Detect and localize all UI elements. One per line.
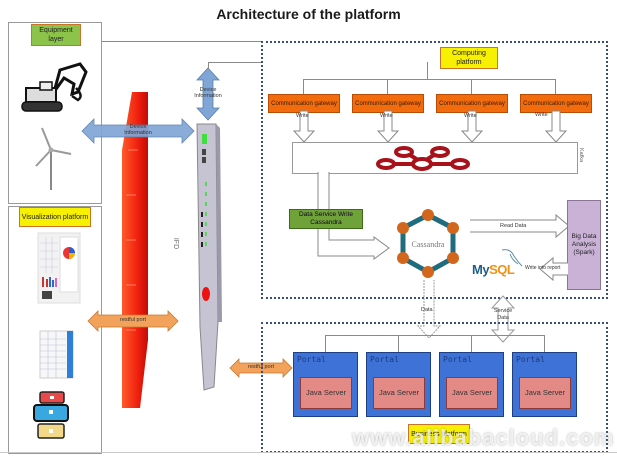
equipment-layer-frame <box>8 22 102 204</box>
top-connector-line <box>100 41 262 42</box>
watermark: www.alibabacloud.com <box>352 425 615 450</box>
mysql-dolphin-icon <box>501 249 523 267</box>
connector-line <box>555 79 556 94</box>
connector-line <box>471 79 472 94</box>
connector-line <box>303 79 556 80</box>
java-server-2[interactable]: Java Server <box>373 377 425 409</box>
connector-line <box>208 62 262 63</box>
dashboard-icon <box>37 232 81 304</box>
write-into-report-label: Write into report <box>525 265 561 271</box>
bottom-divider <box>0 452 617 453</box>
device-info-horizontal-label: Device Information <box>124 124 152 136</box>
portal-1-label: Portal <box>297 355 326 364</box>
restful-port-left-arrow[interactable] <box>87 310 179 332</box>
firewall-red-wall <box>122 92 148 408</box>
service-data-label: Service Data <box>493 308 513 321</box>
kafka-logo-icon <box>376 146 470 171</box>
device-info-horizontal-arrow[interactable] <box>81 118 195 144</box>
restful-port-left-label: restful port <box>120 317 146 323</box>
service-data-arrow <box>490 295 516 343</box>
data-service-write-cassandra[interactable]: Data Service Write Cassandra <box>289 209 363 229</box>
visualization-platform-label: Visualization platform <box>19 207 91 227</box>
read-data-label: Read Data <box>500 223 527 229</box>
firewall-device <box>196 123 222 391</box>
mysql-logo: MySQL <box>472 262 515 277</box>
write-label-2: Write <box>380 113 393 119</box>
mysql-logo-sql: SQL <box>489 262 515 277</box>
big-data-analysis-spark[interactable]: Big Data Analysis (Spark) <box>567 200 601 290</box>
restful-port-right-label: restful port <box>248 364 274 370</box>
write-arrow-4 <box>544 110 568 143</box>
write-arrow-1 <box>292 110 316 143</box>
write-arrow-2 <box>376 110 400 143</box>
diagram-title: Architecture of the platform <box>216 6 401 22</box>
kafka-to-cassandra-arrow <box>317 172 390 260</box>
kafka-label: Kafka <box>578 147 585 163</box>
connector-line <box>303 79 304 94</box>
cassandra-label: Cassandra <box>411 240 445 249</box>
wind-turbine-icon <box>35 127 72 190</box>
firewall-label: IFD <box>172 237 180 250</box>
write-label-1: Write <box>296 113 309 119</box>
excavator-icon <box>21 62 88 112</box>
connector-line <box>325 335 545 336</box>
report-table-icon <box>39 330 74 379</box>
device-info-vertical-label: Device Information <box>194 87 222 99</box>
mobile-devices-icon <box>33 391 69 439</box>
java-server-4[interactable]: Java Server <box>519 377 571 409</box>
portal-3-label: Portal <box>443 355 472 364</box>
business-platform-label: Business platform <box>408 424 470 444</box>
write-label-4: Write <box>535 112 548 118</box>
java-server-1[interactable]: Java Server <box>300 377 352 409</box>
data-arrow <box>416 280 442 339</box>
write-arrow-3 <box>460 110 484 143</box>
portal-4-label: Portal <box>516 355 545 364</box>
computing-platform-label: Computing platform <box>440 47 498 69</box>
equipment-layer-label: Equipment layer <box>31 24 81 46</box>
connector-line <box>208 62 209 69</box>
java-server-3[interactable]: Java Server <box>446 377 498 409</box>
connector-line <box>427 62 428 80</box>
connector-line <box>387 79 388 94</box>
device-info-vertical-arrow[interactable] <box>196 67 220 121</box>
cassandra-ring-icon <box>397 209 459 278</box>
data-label: Data <box>421 307 433 313</box>
mysql-logo-my: My <box>472 262 490 277</box>
write-label-3: Write <box>464 113 477 119</box>
portal-2-label: Portal <box>370 355 399 364</box>
write-into-report-arrow <box>539 256 568 282</box>
